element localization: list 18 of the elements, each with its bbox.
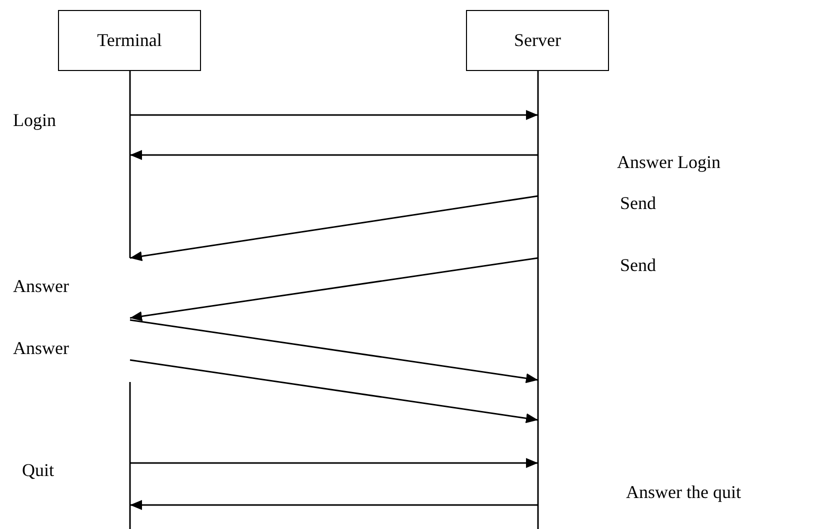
message-label: Send <box>620 255 656 275</box>
participant-name: Server <box>514 30 561 51</box>
message-label: Send <box>620 193 656 213</box>
message-label: Answer <box>13 338 69 358</box>
message-label: Answer Login <box>617 152 720 172</box>
message-arrow <box>130 110 538 120</box>
participant-name: Terminal <box>97 30 162 51</box>
message-label: Login <box>13 110 56 130</box>
message-label: Answer the quit <box>626 482 741 502</box>
message-arrow <box>130 458 538 468</box>
message-label: Quit <box>22 460 54 480</box>
message-arrow <box>130 195 538 262</box>
message-arrow <box>130 359 538 424</box>
message-arrow <box>130 500 538 510</box>
message-arrow <box>130 257 538 322</box>
message-label: Answer <box>13 276 69 296</box>
message-arrow <box>130 150 538 160</box>
message-arrow <box>130 319 538 384</box>
